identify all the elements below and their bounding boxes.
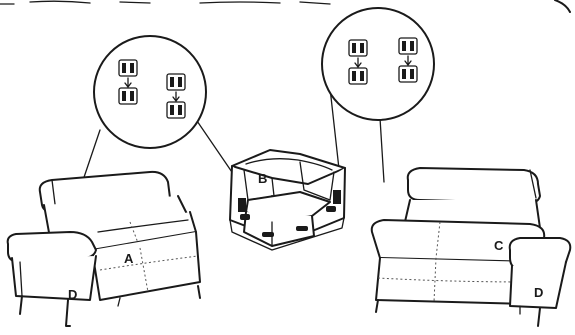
sofa-module-right xyxy=(372,168,571,326)
label-d-left: D xyxy=(68,287,77,302)
label-b: B xyxy=(258,171,267,186)
label-c: C xyxy=(494,238,504,253)
detail-circle-right xyxy=(322,8,434,182)
label-a: A xyxy=(124,251,134,266)
detail-circle-left xyxy=(78,36,236,195)
top-crop-strokes xyxy=(0,0,570,12)
sofa-module-corner xyxy=(230,150,345,250)
sofa-module-left xyxy=(8,172,200,326)
label-d-right: D xyxy=(534,285,543,300)
